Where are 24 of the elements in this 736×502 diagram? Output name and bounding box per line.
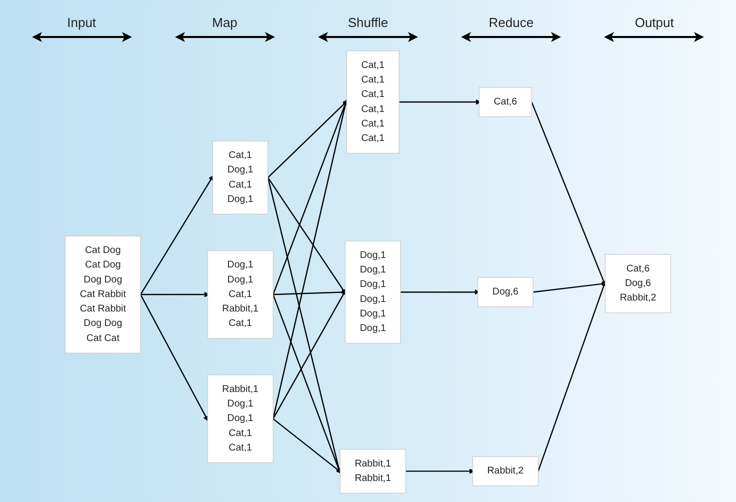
node-box: Rabbit,1 Dog,1 Dog,1 Cat,1 Cat,1 — [207, 374, 274, 463]
arrow — [272, 99, 348, 419]
arrow — [140, 294, 208, 422]
node-box: Rabbit,2 — [472, 456, 538, 486]
arrow — [140, 175, 214, 295]
arrow — [267, 177, 342, 474]
stage-label: Shuffle — [348, 15, 388, 30]
stage-label: Output — [634, 15, 674, 30]
arrow — [272, 294, 342, 474]
node-box: Dog,6 — [478, 277, 534, 308]
arrow — [267, 177, 346, 294]
arrow — [272, 290, 346, 420]
stage-label: Input — [67, 15, 96, 30]
node-box: Cat,6 Dog,6 Rabbit,2 — [604, 254, 672, 314]
node-box: Dog,1 Dog,1 Dog,1 Dog,1 Dog,1 Dog,1 — [344, 240, 401, 344]
stage-label: Reduce — [488, 15, 534, 30]
stage-label: Map — [212, 15, 238, 30]
node-box: Rabbit,1 Rabbit,1 — [340, 448, 406, 494]
arrow — [272, 418, 342, 473]
node-box: Cat,1 Dog,1 Cat,1 Dog,1 — [212, 140, 268, 214]
node-box: Cat,6 — [478, 87, 532, 117]
node-box: Cat,1 Cat,1 Cat,1 Cat,1 Cat,1 Cat,1 — [346, 50, 400, 154]
node-box: Cat Dog Cat Dog Dog Dog Cat Rabbit Cat Rabbit Dog Dog Cat Cat — [64, 236, 141, 354]
node-box: Dog,1 Dog,1 Cat,1 Rabbit,1 Cat,1 — [207, 250, 274, 339]
